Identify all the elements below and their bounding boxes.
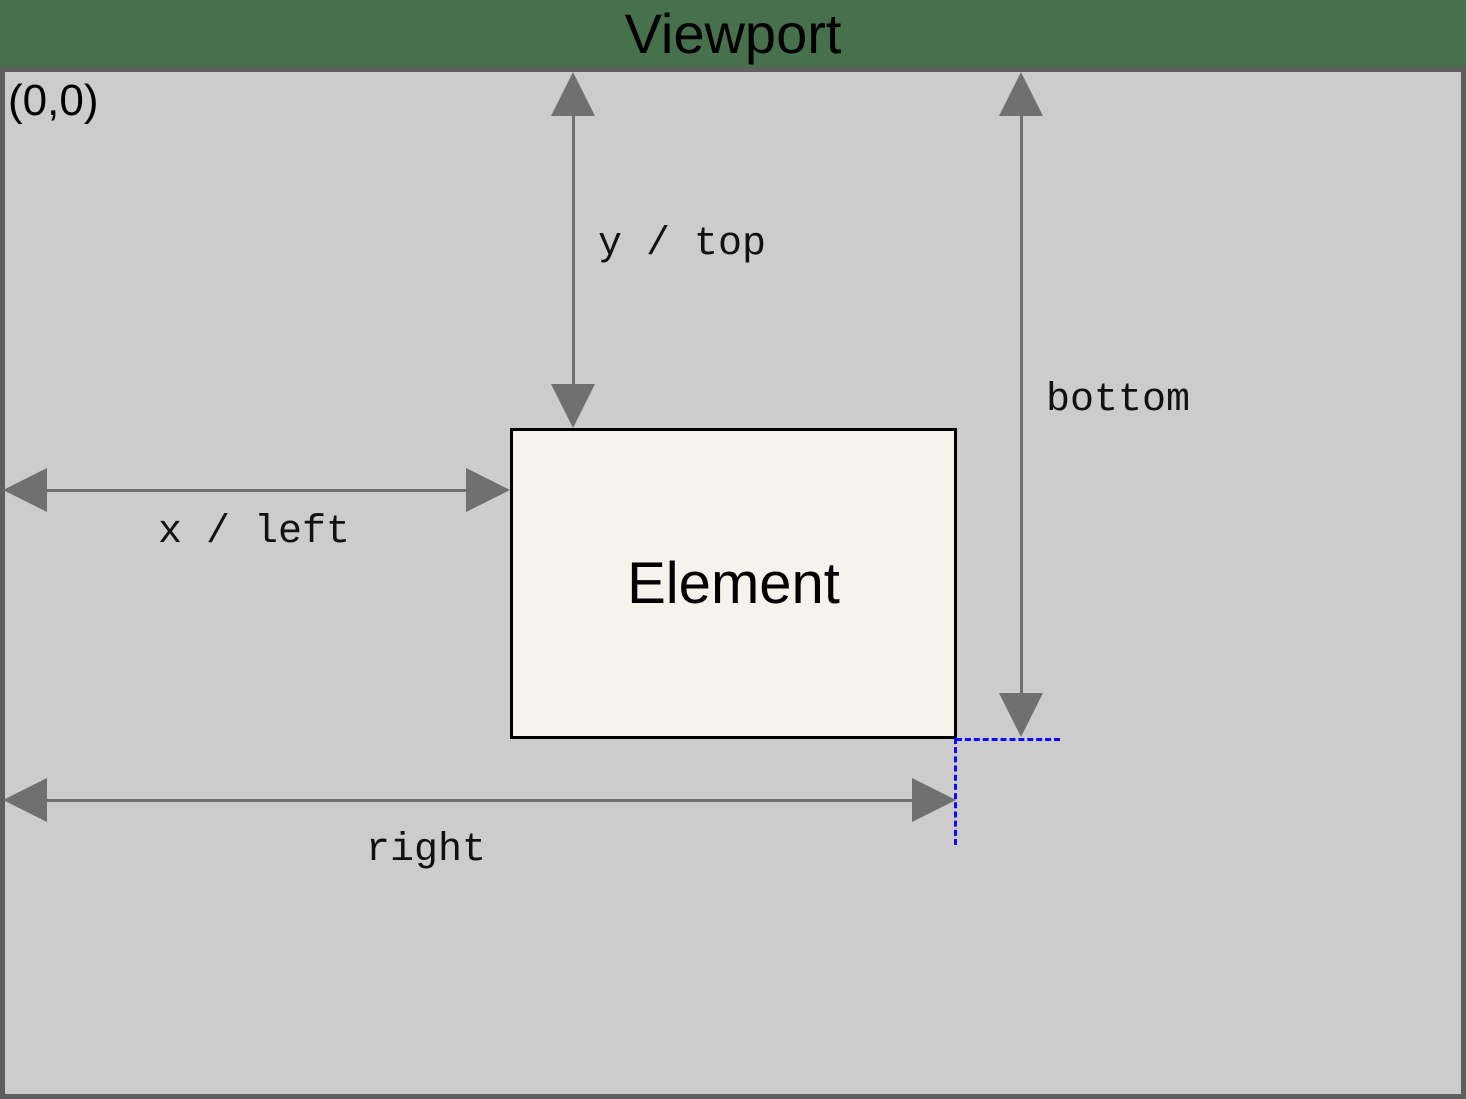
- diagram-title: Viewport: [624, 2, 842, 65]
- arrowhead-down-icon: [999, 693, 1043, 737]
- arrowhead-down-icon: [551, 384, 595, 428]
- right-label: right: [366, 828, 487, 873]
- viewport-header-bar: Viewport: [0, 0, 1466, 67]
- arrow-shaft: [571, 102, 575, 398]
- arrowhead-right-icon: [466, 468, 510, 512]
- arrowhead-right-icon: [912, 778, 956, 822]
- element-label: Element: [627, 551, 840, 616]
- guide-dashed-horizontal: [956, 738, 1060, 741]
- origin-coordinate-label: (0,0): [8, 76, 99, 125]
- right-measure-arrow: [3, 778, 956, 822]
- element-box: Element: [510, 428, 957, 739]
- arrow-shaft: [1019, 102, 1023, 707]
- y-top-measure-arrow: [551, 72, 595, 428]
- arrow-shaft: [33, 798, 926, 802]
- guide-dashed-vertical: [954, 738, 957, 845]
- y-top-label: y / top: [598, 222, 767, 267]
- x-left-measure-arrow: [3, 468, 510, 512]
- bottom-label: bottom: [1046, 378, 1191, 423]
- arrow-shaft: [33, 488, 480, 492]
- x-left-label: x / left: [158, 510, 351, 555]
- bottom-measure-arrow: [999, 72, 1043, 737]
